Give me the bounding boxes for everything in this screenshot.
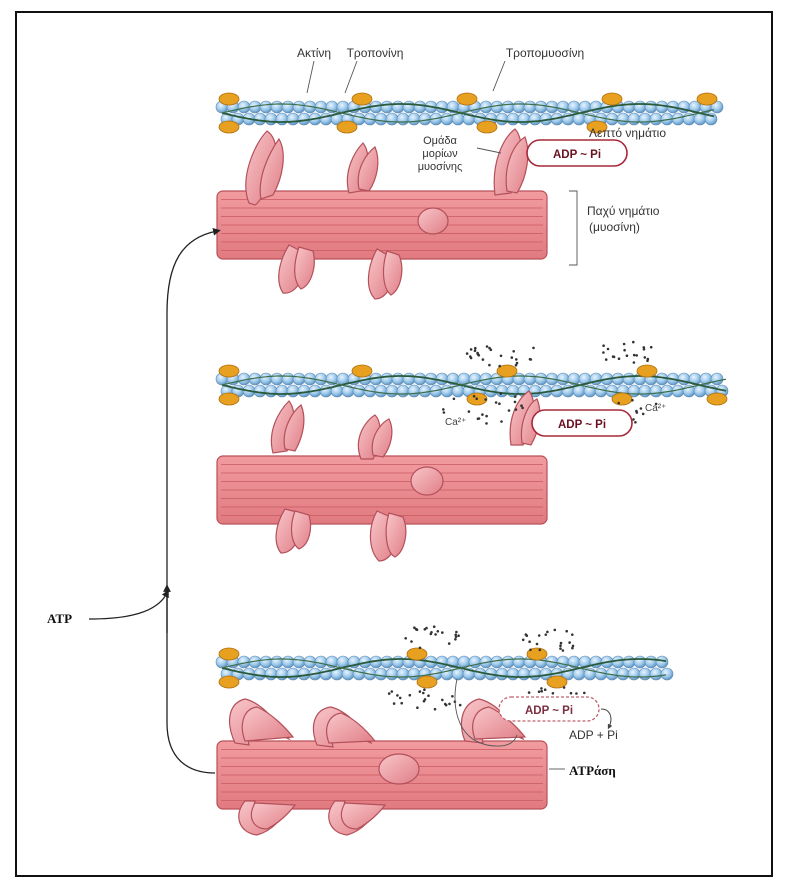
atp-label: ATP: [47, 611, 72, 626]
adp-pi-label-top: ADP ~ Pi: [553, 149, 601, 161]
thick-filament-top: [217, 191, 547, 259]
thin-filament-label: Λεπτό νημάτιο: [589, 126, 666, 140]
adp-pi-label-middle: ADP ~ Pi: [558, 419, 606, 431]
adp-pi-box-middle: ADP ~ Pi: [532, 410, 632, 436]
adp-pi-box-bottom: ADP ~ Pi: [499, 697, 611, 727]
adp-pi-label-bottom: ADP ~ Pi: [525, 705, 573, 717]
tropomyosin-label: Τροπομυοσίνη: [506, 46, 584, 60]
atpase-label: ATPάση: [569, 763, 616, 778]
thick-filament-label-line1: Παχύ νημάτιο: [587, 204, 660, 218]
myosin-heads-label-line2: μορίων: [422, 148, 458, 160]
actomyosin-cycle-diagram: ADP ~ Pi ADP ~ Pi ADP ~ Pi Ακτίνη Τροπον…: [17, 13, 773, 877]
cycle-pathway: [89, 231, 217, 773]
thin-filament-bottom: [216, 648, 673, 688]
calcium-label-left: Ca²⁺: [445, 417, 466, 428]
figure-frame: ADP ~ Pi ADP ~ Pi ADP ~ Pi Ακτίνη Τροπον…: [15, 11, 773, 877]
myosin-heads-label-line3: μυοσίνης: [418, 161, 463, 173]
atp-input-line: [89, 593, 167, 619]
actin-label: Ακτίνη: [297, 46, 331, 60]
thick-filament-label-line2: (μυοσίνη): [589, 220, 640, 234]
adp-pi-box-top: ADP ~ Pi: [527, 140, 627, 166]
return-path-line: [167, 231, 217, 773]
adp-plus-pi-label: ADP + Pi: [569, 728, 618, 742]
myosin-heads-label-line1: Ομάδα: [423, 135, 457, 147]
calcium-label-right: Ca²⁺: [645, 403, 666, 414]
troponin-label: Τροπονίνη: [347, 46, 404, 60]
thin-filament-middle: [216, 365, 728, 405]
